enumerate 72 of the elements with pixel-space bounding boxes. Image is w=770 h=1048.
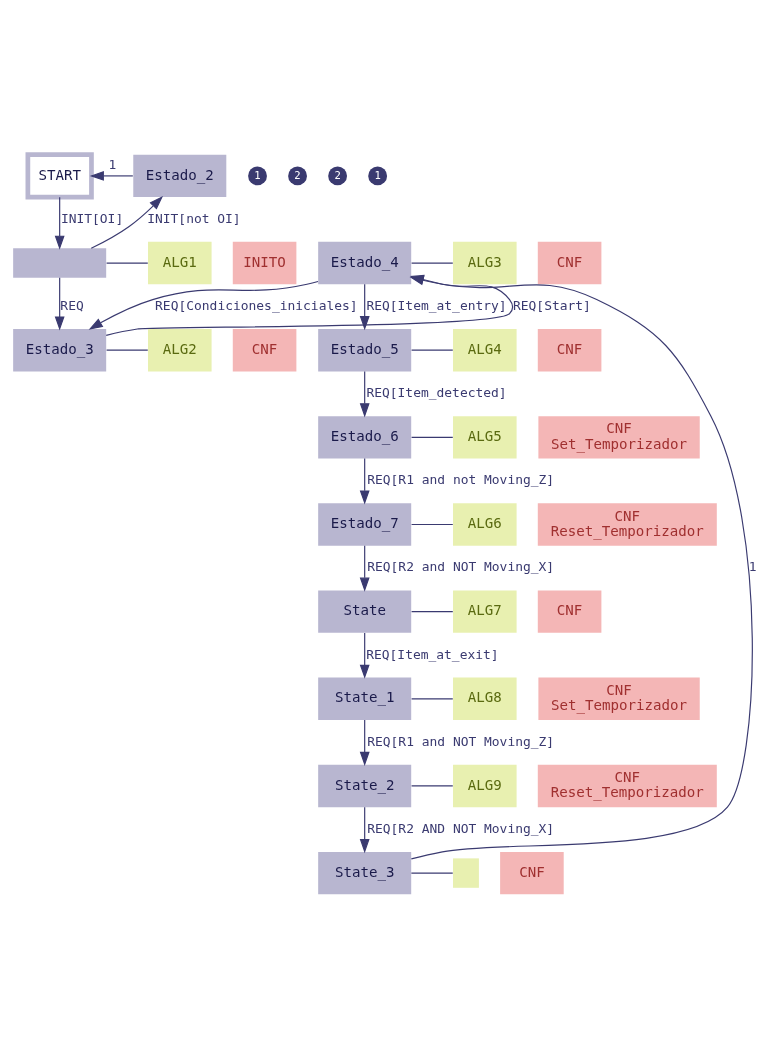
node-box: ALG6 bbox=[453, 502, 517, 546]
arrow bbox=[54, 276, 65, 331]
edge-label: REQ[Item_detected] bbox=[366, 384, 507, 400]
arrow bbox=[359, 718, 370, 766]
node-box: CNF bbox=[537, 241, 602, 284]
node-box: CNF Set_Temporizador bbox=[538, 415, 700, 459]
node-box: ALG2 bbox=[148, 328, 212, 371]
node-box: CNF Set_Temporizador bbox=[538, 677, 700, 720]
arrow bbox=[359, 631, 370, 679]
arrow bbox=[359, 370, 370, 417]
node-box: CNF bbox=[537, 328, 602, 371]
edge-label: 1 bbox=[108, 156, 117, 172]
node-box: State_3 bbox=[318, 851, 412, 894]
edge-label: INIT[not OI] bbox=[147, 210, 241, 226]
node-box: Estado_3 bbox=[13, 328, 107, 371]
node-box: INITO bbox=[232, 241, 297, 284]
arrow bbox=[89, 170, 134, 181]
node-box: State_1 bbox=[318, 677, 412, 720]
node-box: CNF Reset_Temporizador bbox=[537, 502, 717, 546]
node-box: CNF bbox=[537, 589, 602, 633]
edge-label: REQ bbox=[60, 297, 84, 313]
node-box: ALG8 bbox=[453, 677, 517, 720]
arrow bbox=[359, 806, 370, 853]
edge-label: 1 bbox=[748, 558, 757, 574]
arrow bbox=[88, 280, 319, 330]
connector bbox=[411, 697, 454, 699]
node-box bbox=[13, 247, 107, 278]
edge-label: INIT[OI] bbox=[60, 210, 124, 226]
connector bbox=[106, 261, 149, 264]
node-box: CNF bbox=[500, 851, 564, 894]
arrow bbox=[359, 544, 370, 592]
edge-label: REQ[R2 AND NOT Moving_X] bbox=[367, 820, 555, 836]
connector bbox=[411, 784, 454, 787]
node-box: Estado_4 bbox=[318, 241, 412, 284]
arrow bbox=[90, 195, 164, 249]
node-box: CNF bbox=[232, 328, 297, 371]
label: 2 bbox=[334, 168, 341, 180]
connector bbox=[410, 872, 454, 874]
edge-label: REQ[Item_at_exit] bbox=[366, 646, 499, 662]
node-box: State_2 bbox=[318, 764, 412, 807]
node-box: Estado_5 bbox=[318, 328, 412, 371]
label: 1 bbox=[374, 168, 381, 180]
arrow bbox=[54, 196, 65, 250]
node-box: ALG9 bbox=[453, 764, 517, 807]
node-box: ALG1 bbox=[148, 241, 212, 284]
node-box: ALG7 bbox=[453, 589, 517, 633]
edge-label: REQ[Start] bbox=[512, 297, 591, 313]
connector bbox=[106, 349, 149, 351]
node-box: Estado_7 bbox=[318, 502, 412, 546]
edge-label: REQ[Item_at_entry] bbox=[366, 297, 507, 313]
node-box: State bbox=[318, 589, 412, 633]
connector bbox=[411, 610, 454, 612]
connector bbox=[411, 436, 454, 438]
label: 2 bbox=[294, 168, 301, 180]
node-box: ALG4 bbox=[453, 328, 517, 371]
connector bbox=[411, 349, 454, 351]
connector bbox=[411, 261, 454, 264]
node-box: ALG3 bbox=[453, 241, 517, 284]
arrow bbox=[359, 283, 370, 330]
edge-label: REQ[R2 and NOT Moving_X] bbox=[367, 558, 555, 574]
edge-label: REQ[R1 and not Moving_Z] bbox=[367, 471, 555, 487]
node-box: CNF Reset_Temporizador bbox=[537, 764, 717, 807]
node-box: ALG5 bbox=[453, 415, 517, 459]
node-box bbox=[453, 857, 479, 888]
label: 1 bbox=[254, 168, 261, 180]
edge-label: REQ[Condiciones_iniciales] bbox=[155, 297, 358, 313]
edge-label: REQ[R1 and NOT Moving_Z] bbox=[367, 733, 555, 749]
connector bbox=[411, 523, 454, 525]
arrow bbox=[359, 457, 370, 505]
node-box: START bbox=[25, 151, 94, 199]
node-box: Estado_6 bbox=[318, 415, 412, 459]
node-box: Estado_2 bbox=[133, 154, 227, 197]
